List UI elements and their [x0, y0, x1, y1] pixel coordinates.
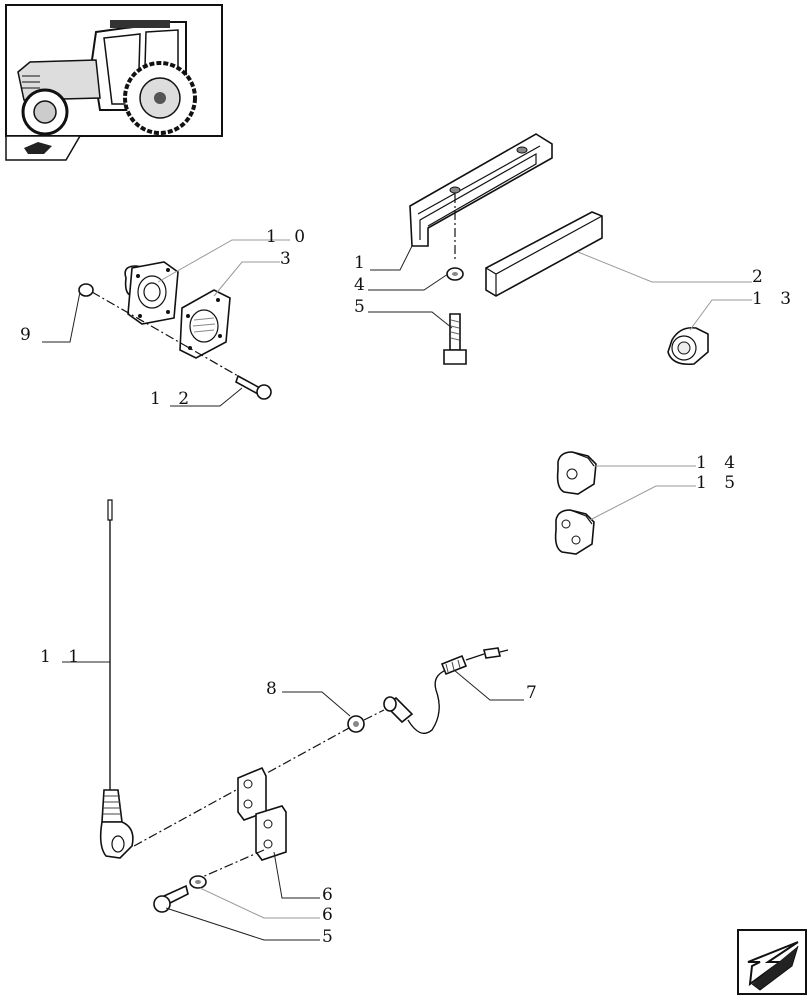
speaker-housing	[124, 261, 179, 325]
callout-4: 4	[354, 275, 371, 295]
rubber-block-lower	[554, 509, 595, 555]
mounting-plate	[237, 766, 287, 861]
arrow-next-icon[interactable]	[737, 929, 807, 995]
callout-14: 1 3	[752, 289, 797, 309]
callout-5-lower: 5	[322, 927, 339, 947]
leader-lines	[42, 239, 752, 941]
nut	[78, 283, 94, 297]
callout-13: 1 2	[150, 389, 195, 409]
screw	[235, 374, 272, 400]
callout-6: 6	[322, 905, 339, 925]
bolt-lower	[153, 884, 189, 913]
callout-8: 7	[526, 683, 543, 703]
cable-grommet	[347, 715, 365, 733]
callout-12: 1 1	[40, 647, 85, 667]
callout-5-top: 5	[354, 297, 371, 317]
callout-3: 3	[280, 249, 297, 269]
antenna-cable	[383, 647, 509, 734]
bracket	[409, 133, 553, 247]
tractor-thumbnail-icon[interactable]	[5, 4, 223, 137]
washer	[446, 267, 464, 281]
callout-15: 1 4	[696, 453, 741, 473]
callout-16: 1 5	[696, 473, 741, 493]
foam-strip	[485, 211, 603, 297]
callout-10: 9	[20, 325, 37, 345]
callout-labels: 1 0 3 9 1 2 1 4 5 2 1 3 1 4 1 5 1 1 8 7 …	[20, 227, 797, 947]
antenna	[99, 499, 134, 859]
bolt	[443, 313, 467, 365]
callout-7: 6	[322, 885, 339, 905]
callout-2: 2	[752, 267, 769, 287]
callout-1: 1	[354, 253, 371, 273]
rubber-block-upper	[556, 451, 597, 495]
grommet	[667, 326, 709, 366]
washer-lower	[189, 875, 207, 889]
gasket	[179, 289, 231, 359]
callout-9: 8	[266, 679, 283, 699]
callout-11: 1 0	[266, 227, 311, 247]
book-icon[interactable]	[5, 135, 82, 161]
